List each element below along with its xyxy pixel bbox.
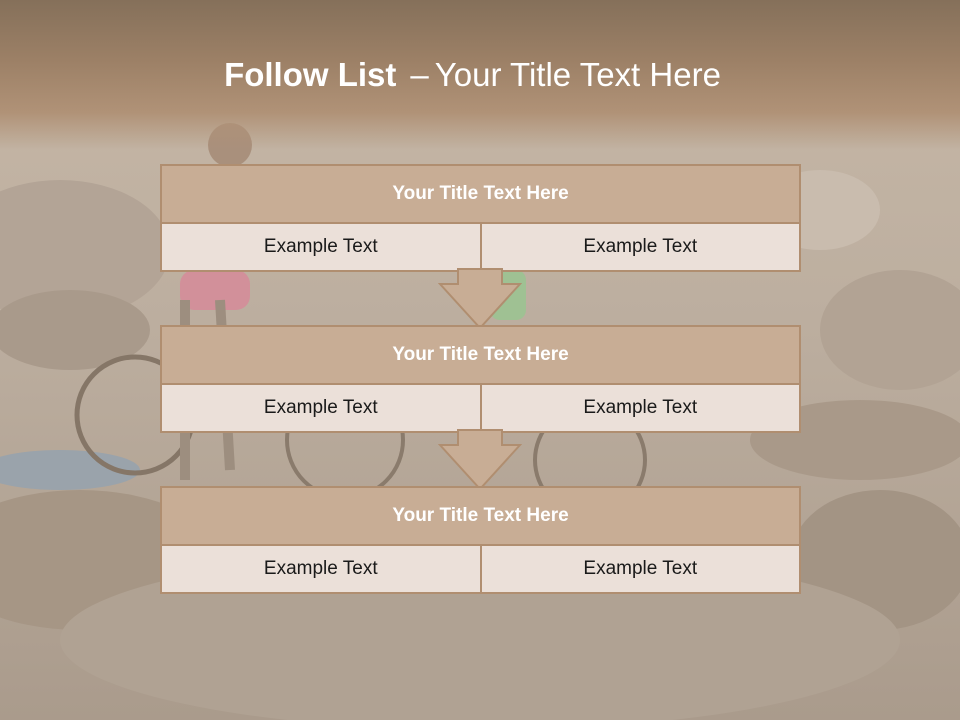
block-title: Your Title Text Here — [162, 327, 799, 385]
list-block: Your Title Text Here Example Text Exampl… — [160, 164, 801, 272]
block-row: Example Text Example Text — [162, 224, 799, 270]
block-title: Your Title Text Here — [162, 166, 799, 224]
block-cell-left: Example Text — [162, 546, 480, 592]
slide-title-dash: – — [410, 56, 429, 93]
block-title: Your Title Text Here — [162, 488, 799, 546]
block-cell-right: Example Text — [479, 385, 799, 431]
block-cell-right: Example Text — [479, 224, 799, 270]
block-row: Example Text Example Text — [162, 546, 799, 592]
block-cell-left: Example Text — [162, 385, 480, 431]
list-block: Your Title Text Here Example Text Exampl… — [160, 486, 801, 594]
block-row: Example Text Example Text — [162, 385, 799, 431]
list-block: Your Title Text Here Example Text Exampl… — [160, 325, 801, 433]
block-cell-right: Example Text — [479, 546, 799, 592]
slide-title-rest: Your Title Text Here — [434, 56, 721, 93]
slide-title-bold: Follow List — [224, 56, 397, 93]
down-arrow-icon — [438, 268, 522, 330]
slide-title: Follow List–Your Title Text Here — [0, 52, 945, 98]
down-arrow-icon — [438, 429, 522, 491]
header-band — [0, 0, 960, 150]
block-cell-left: Example Text — [162, 224, 480, 270]
